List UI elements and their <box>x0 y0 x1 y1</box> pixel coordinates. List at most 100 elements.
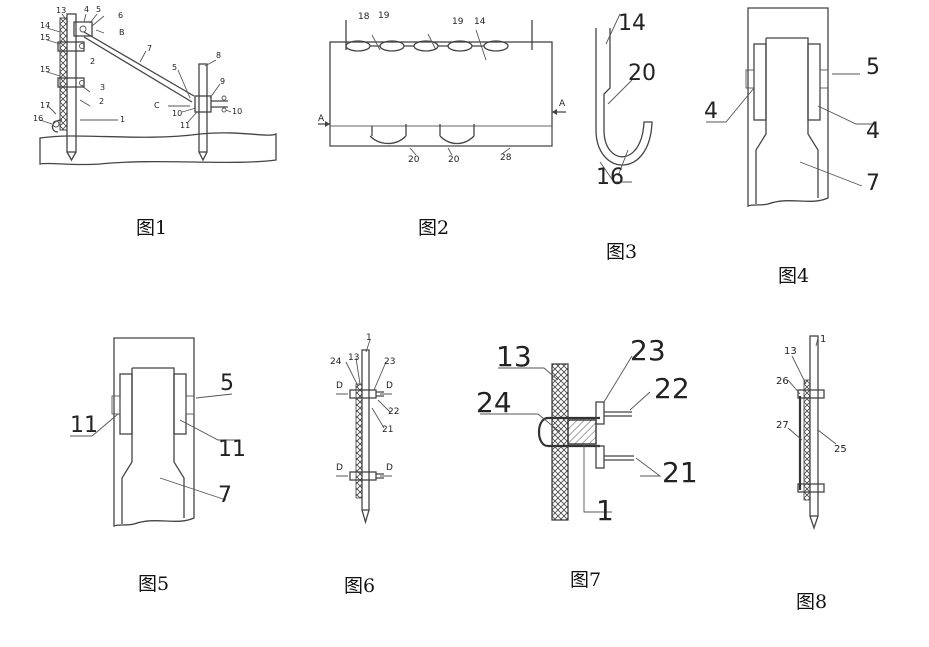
label: 27 <box>776 420 789 431</box>
label: A <box>559 99 566 109</box>
label: D <box>386 463 393 473</box>
label: 25 <box>834 444 847 455</box>
label: 8 <box>216 51 221 60</box>
label: A <box>318 114 325 124</box>
stake-section <box>567 419 597 445</box>
label: 5 <box>220 371 234 396</box>
figure-7-caption: 图7 <box>570 569 601 591</box>
figure-5: 5 11 11 7 图5 <box>70 337 246 595</box>
label: 14 <box>40 21 50 30</box>
figure-4-labels: 5 4 4 7 <box>704 55 880 196</box>
label: 22 <box>388 407 399 417</box>
label: 23 <box>630 334 666 367</box>
label: 11 <box>180 121 190 130</box>
figure-3-labels: 14 20 16 <box>596 11 656 190</box>
main-stake <box>66 13 77 153</box>
label: 2 <box>90 57 95 66</box>
figure-6: 1 24 13 23 D D 22 21 D D 图6 <box>330 333 399 597</box>
label: 10 <box>172 109 182 118</box>
label: 15 <box>40 33 50 42</box>
label: 5 <box>866 55 880 80</box>
label: 4 <box>84 5 89 14</box>
stake <box>361 349 370 511</box>
cloth-strip <box>355 383 363 499</box>
label: D <box>386 381 393 391</box>
figure-4: 5 4 4 7 图4 <box>704 7 880 287</box>
tarp-outline <box>329 41 553 147</box>
figure-7: 13 23 22 24 21 1 图7 <box>476 334 698 591</box>
figure-8: 13 1 26 27 25 图8 <box>776 334 847 613</box>
label: 11 <box>218 437 246 462</box>
label: 17 <box>40 101 50 110</box>
label: 18 <box>358 12 370 22</box>
label: 5 <box>172 63 177 72</box>
cloth-strip <box>59 17 68 131</box>
figure-1-labels: 13 4 5 6 B 14 15 7 2 15 3 2 17 16 1 8 5 … <box>33 5 242 130</box>
label: 20 <box>628 61 656 86</box>
label: 28 <box>500 153 512 163</box>
figure-3: 14 20 16 图3 <box>595 11 656 263</box>
figure-4-caption: 图4 <box>778 265 809 287</box>
label: D <box>336 463 343 473</box>
label: 4 <box>866 119 880 144</box>
label: 7 <box>147 44 152 53</box>
label: B <box>119 28 125 37</box>
label: 13 <box>348 353 359 363</box>
label: 2 <box>99 97 104 106</box>
label: 5 <box>96 5 101 14</box>
figure-8-caption: 图8 <box>796 591 827 613</box>
label: C <box>154 101 160 110</box>
post-outline <box>747 7 829 208</box>
figure-3-caption: 图3 <box>606 241 637 263</box>
label: 11 <box>70 413 98 438</box>
label: 19 <box>452 17 464 27</box>
figure-2-labels: 18 19 19 14 A A 20 20 28 <box>318 11 566 165</box>
label: 10 <box>232 107 242 116</box>
label: 1 <box>596 494 614 527</box>
label: 24 <box>330 357 342 367</box>
figure-5-caption: 图5 <box>138 573 169 595</box>
label: 7 <box>866 171 880 196</box>
figure-1: 13 4 5 6 B 14 15 7 2 15 3 2 17 16 1 8 5 … <box>33 5 277 239</box>
label: 1 <box>366 333 372 343</box>
label: 14 <box>618 11 646 36</box>
label: 22 <box>654 372 690 405</box>
label: 6 <box>118 11 123 20</box>
label: 26 <box>776 376 789 387</box>
label: 13 <box>496 340 532 373</box>
label: 19 <box>378 11 390 21</box>
stake <box>809 335 819 517</box>
label: 21 <box>382 425 393 435</box>
label: 20 <box>448 155 460 165</box>
figure-8-labels: 13 1 26 27 25 <box>776 334 847 455</box>
hook-outline <box>595 28 653 166</box>
label: 1 <box>120 115 125 124</box>
label: 7 <box>218 483 232 508</box>
label: 15 <box>40 65 50 74</box>
figure-6-caption: 图6 <box>344 575 375 597</box>
cloth-strip <box>803 379 811 501</box>
label: 14 <box>474 17 486 27</box>
label: D <box>336 381 343 391</box>
ground <box>39 132 277 166</box>
label: 3 <box>100 83 105 92</box>
label: 20 <box>408 155 420 165</box>
label: 16 <box>596 165 624 190</box>
label: 4 <box>704 99 718 124</box>
u-clamp <box>537 416 600 448</box>
figure-5-labels: 5 11 11 7 <box>70 371 246 508</box>
cloth-strip <box>551 363 569 521</box>
label: 13 <box>56 6 66 15</box>
figure-2: 18 19 19 14 A A 20 20 28 图2 <box>318 11 566 239</box>
figure-1-caption: 图1 <box>136 217 167 239</box>
post-outline <box>113 337 195 528</box>
label: 9 <box>220 77 225 86</box>
label: 1 <box>820 334 826 345</box>
label: 13 <box>784 346 797 357</box>
label: 24 <box>476 386 512 419</box>
figure-2-caption: 图2 <box>418 217 449 239</box>
figure-7-labels: 13 23 22 24 21 1 <box>476 334 698 527</box>
figure-6-labels: 1 24 13 23 D D 22 21 D D <box>330 333 399 473</box>
label: 21 <box>662 456 698 489</box>
